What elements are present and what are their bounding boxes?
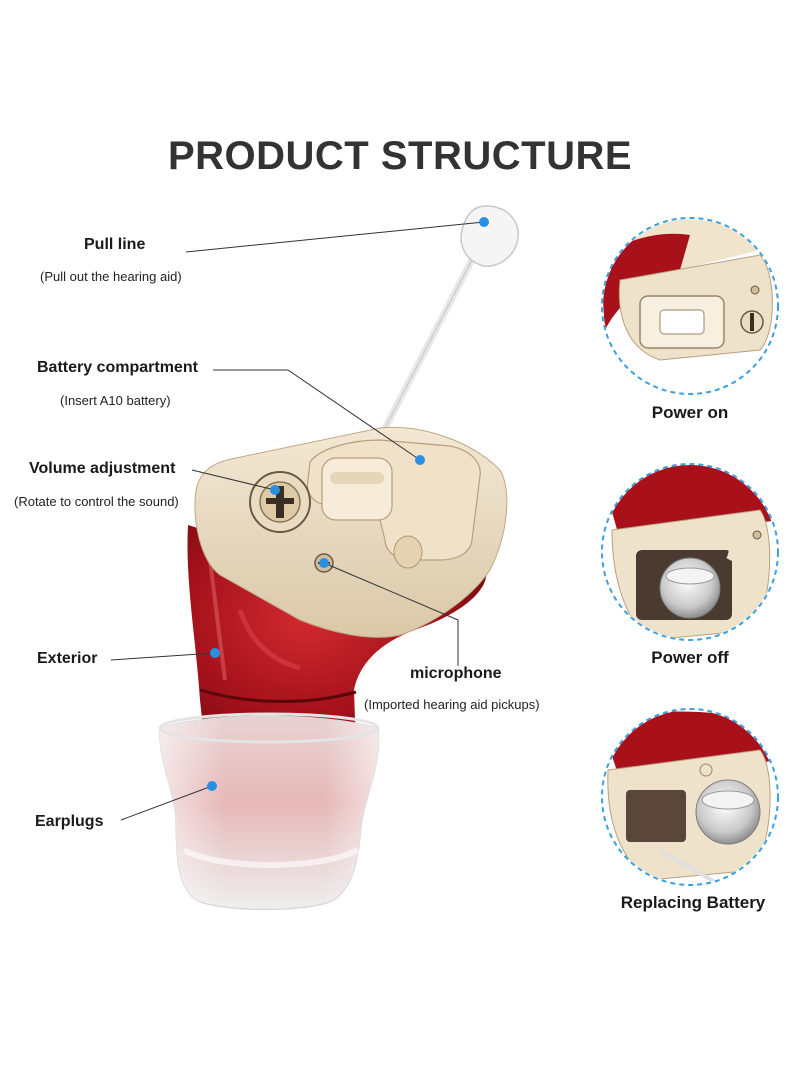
microphone-dot bbox=[319, 558, 329, 568]
volume-adjustment-label: Volume adjustment bbox=[29, 460, 176, 477]
earplug-cup bbox=[158, 712, 380, 911]
microphone-note: (Imported hearing aid pickups) bbox=[364, 697, 540, 712]
page-title: PRODUCT STRUCTURE bbox=[167, 134, 633, 178]
battery-dot bbox=[415, 455, 425, 465]
power-on-caption: Power on bbox=[651, 403, 729, 422]
microphone-label: microphone bbox=[410, 665, 502, 682]
detail-power-on bbox=[601, 217, 779, 395]
detail-replacing-battery bbox=[601, 708, 779, 886]
leader-lines bbox=[110, 221, 485, 821]
earplugs-label: Earplugs bbox=[35, 813, 104, 830]
volume-dot bbox=[270, 485, 280, 495]
replacing-battery-caption: Replacing Battery bbox=[620, 893, 766, 912]
pull-line-label: Pull line bbox=[84, 236, 146, 253]
detail-power-off bbox=[601, 463, 779, 641]
exterior-label: Exterior bbox=[37, 650, 98, 667]
pull-line-note: (Pull out the hearing aid) bbox=[40, 269, 182, 284]
volume-adjustment-note: (Rotate to control the sound) bbox=[14, 494, 179, 509]
power-off-caption: Power off bbox=[651, 648, 729, 667]
earplugs-dot bbox=[207, 781, 217, 791]
callout-dots bbox=[207, 217, 489, 791]
battery-compartment-note: (Insert A10 battery) bbox=[60, 393, 171, 408]
battery-compartment-label: Battery compartment bbox=[37, 359, 198, 376]
exterior-dot bbox=[210, 648, 220, 658]
faceplate bbox=[194, 426, 508, 638]
pull-line-graphic bbox=[376, 205, 519, 442]
pull-line-dot bbox=[479, 217, 489, 227]
